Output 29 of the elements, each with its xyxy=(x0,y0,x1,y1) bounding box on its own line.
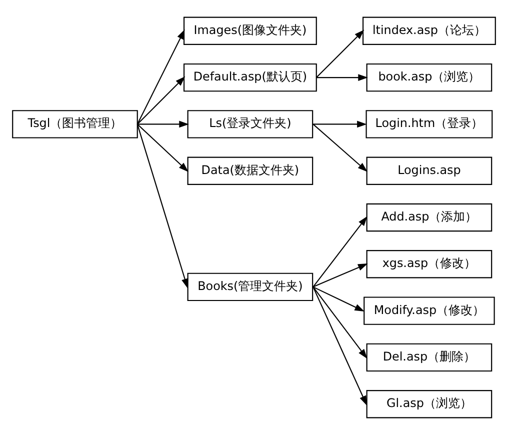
node-box: xgs.asp（修改） xyxy=(366,250,492,278)
node-box: Data(数据文件夹) xyxy=(187,156,314,185)
arrow xyxy=(136,124,188,288)
arrow xyxy=(137,76,186,125)
arrow xyxy=(312,286,368,359)
arrow xyxy=(316,30,364,78)
node-box: Books(管理文件夹) xyxy=(187,272,314,302)
node-box: Images(图像文件夹) xyxy=(183,16,317,45)
arrow xyxy=(137,120,189,128)
arrow xyxy=(312,286,365,312)
arrow xyxy=(136,29,185,124)
node-box: ltindex.asp（论坛） xyxy=(362,16,496,45)
node-box: Default.asp(默认页) xyxy=(183,63,317,92)
node-box: Login.htm（登录） xyxy=(366,110,493,138)
arrow xyxy=(316,74,368,81)
arrow xyxy=(313,120,367,128)
node-box: Add.asp（添加） xyxy=(366,203,492,232)
arrow xyxy=(312,216,368,288)
node-box: Modify.asp（修改） xyxy=(364,296,495,325)
node-box: Ls(登录文件夹) xyxy=(187,110,314,138)
arrow xyxy=(137,124,188,172)
arrow xyxy=(312,286,367,406)
node-box: Gl.asp（浏览） xyxy=(366,390,492,418)
arrow xyxy=(312,124,368,172)
node-box: Logins.asp xyxy=(366,156,492,185)
node-box: book.asp（浏览） xyxy=(366,63,492,92)
node-box: Del.asp（删除） xyxy=(366,343,492,372)
arrow xyxy=(312,264,368,288)
node-box: Tsgl（图书管理） xyxy=(12,110,138,138)
